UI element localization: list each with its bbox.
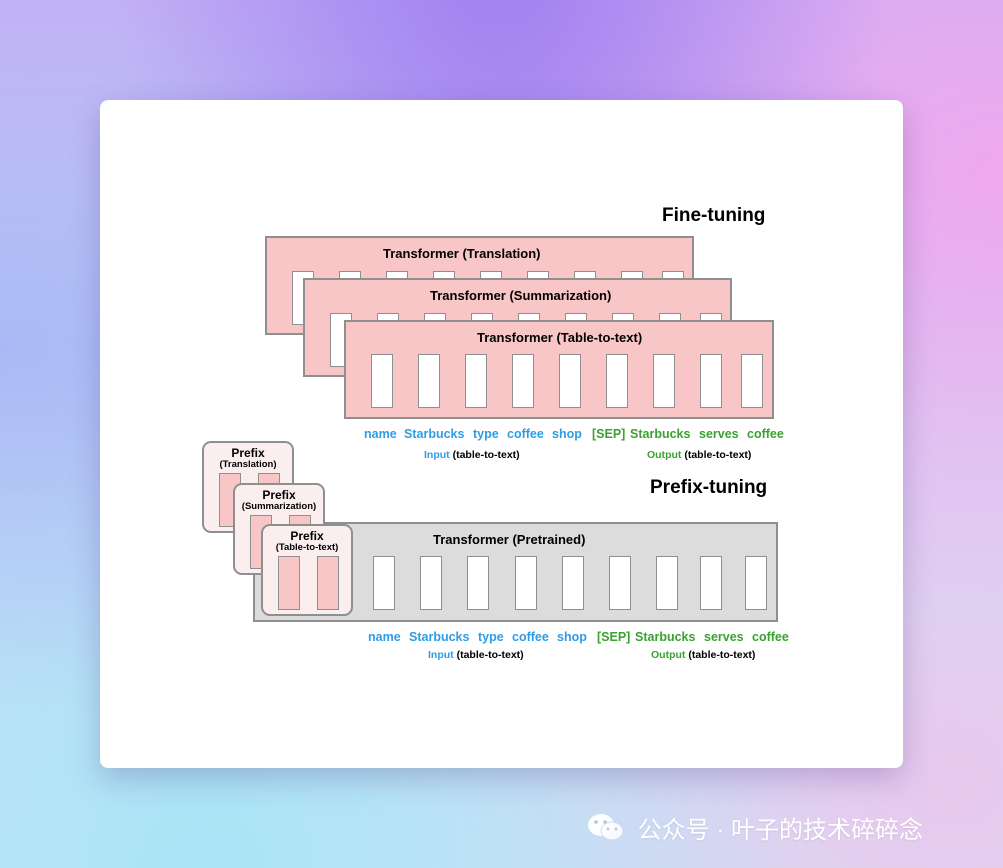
token-cell (741, 354, 763, 408)
token-cell (656, 556, 678, 610)
token-cell (418, 354, 440, 408)
output-token: [SEP] (592, 427, 626, 441)
output-caption: Output (table-to-text) (647, 449, 751, 461)
token-cell (653, 354, 675, 408)
output-caption: Output (table-to-text) (651, 649, 755, 661)
output-token: serves (704, 630, 744, 644)
panel-title: Transformer (Pretrained) (433, 532, 586, 547)
input-caption-label: Input (424, 449, 450, 461)
token-cell (606, 354, 628, 408)
panel-title: Transformer (Translation) (383, 246, 541, 261)
input-token: shop (557, 630, 587, 644)
input-caption-suffix: (table-to-text) (452, 449, 520, 461)
token-cell (700, 354, 722, 408)
output-token: coffee (752, 630, 789, 644)
input-token: name (368, 630, 401, 644)
output-token: Starbucks (635, 630, 696, 644)
output-caption-label: Output (651, 649, 686, 661)
token-cell (609, 556, 631, 610)
token-cell (700, 556, 722, 610)
input-token: type (473, 427, 499, 441)
input-token: Starbucks (409, 630, 470, 644)
panel-title: Transformer (Summarization) (430, 288, 612, 303)
token-cell (515, 556, 537, 610)
token-cell (467, 556, 489, 610)
input-caption: Input (table-to-text) (424, 449, 520, 461)
diagram-card: Fine-tuning Transformer (Translation) Tr… (100, 100, 903, 768)
output-caption-label: Output (647, 449, 682, 461)
watermark: 公众号 · 叶子的技术碎碎念 (587, 810, 923, 851)
input-token: Starbucks (404, 427, 465, 441)
prefix-table-to-text-card: Prefix (Table-to-text) (261, 524, 353, 616)
output-caption-suffix: (table-to-text) (684, 449, 752, 461)
prefix-subtitle: (Translation) (219, 459, 277, 470)
input-caption-suffix: (table-to-text) (456, 649, 524, 661)
input-caption-label: Input (428, 649, 454, 661)
token-cell (745, 556, 767, 610)
output-token: serves (699, 427, 739, 441)
prefix-cell (278, 556, 300, 610)
wechat-icon (587, 812, 625, 851)
panel-title: Transformer (Table-to-text) (477, 330, 643, 345)
prefix-cell (317, 556, 339, 610)
prefix-title: Prefix (262, 488, 296, 502)
token-cell (420, 556, 442, 610)
input-token: coffee (507, 427, 544, 441)
transformer-table-to-text-panel: Transformer (Table-to-text) (344, 320, 774, 419)
token-cell (562, 556, 584, 610)
token-cell (465, 354, 487, 408)
watermark-text: 公众号 · 叶子的技术碎碎念 (637, 817, 923, 844)
input-caption: Input (table-to-text) (428, 649, 524, 661)
prefix-subtitle: (Table-to-text) (275, 542, 339, 553)
prefix-tuning-title: Prefix-tuning (650, 477, 768, 498)
token-cell (371, 354, 393, 408)
fine-tuning-title: Fine-tuning (662, 205, 766, 226)
output-token: [SEP] (597, 630, 631, 644)
prefix-subtitle: (Summarization) (241, 501, 317, 512)
input-token: type (478, 630, 504, 644)
output-caption-suffix: (table-to-text) (688, 649, 756, 661)
output-token: coffee (747, 427, 784, 441)
token-cell (373, 556, 395, 610)
input-token: shop (552, 427, 582, 441)
prefix-title: Prefix (231, 446, 265, 460)
token-cell (559, 354, 581, 408)
prefix-title: Prefix (290, 529, 324, 543)
output-token: Starbucks (630, 427, 691, 441)
input-token: coffee (512, 630, 549, 644)
token-cell (512, 354, 534, 408)
input-token: name (364, 427, 397, 441)
